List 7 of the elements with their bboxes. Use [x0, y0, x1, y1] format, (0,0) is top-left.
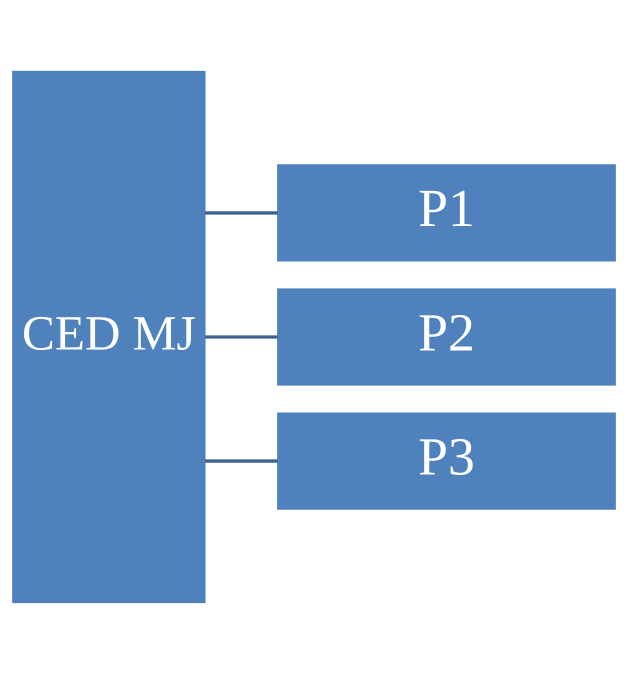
connector: [205, 334, 278, 338]
node-box: CED MJ: [12, 70, 206, 603]
node-box: P2: [277, 288, 616, 386]
connector: [205, 458, 278, 462]
node-box: P1: [277, 164, 616, 262]
connector: [205, 210, 278, 214]
node-box: P3: [277, 412, 616, 510]
